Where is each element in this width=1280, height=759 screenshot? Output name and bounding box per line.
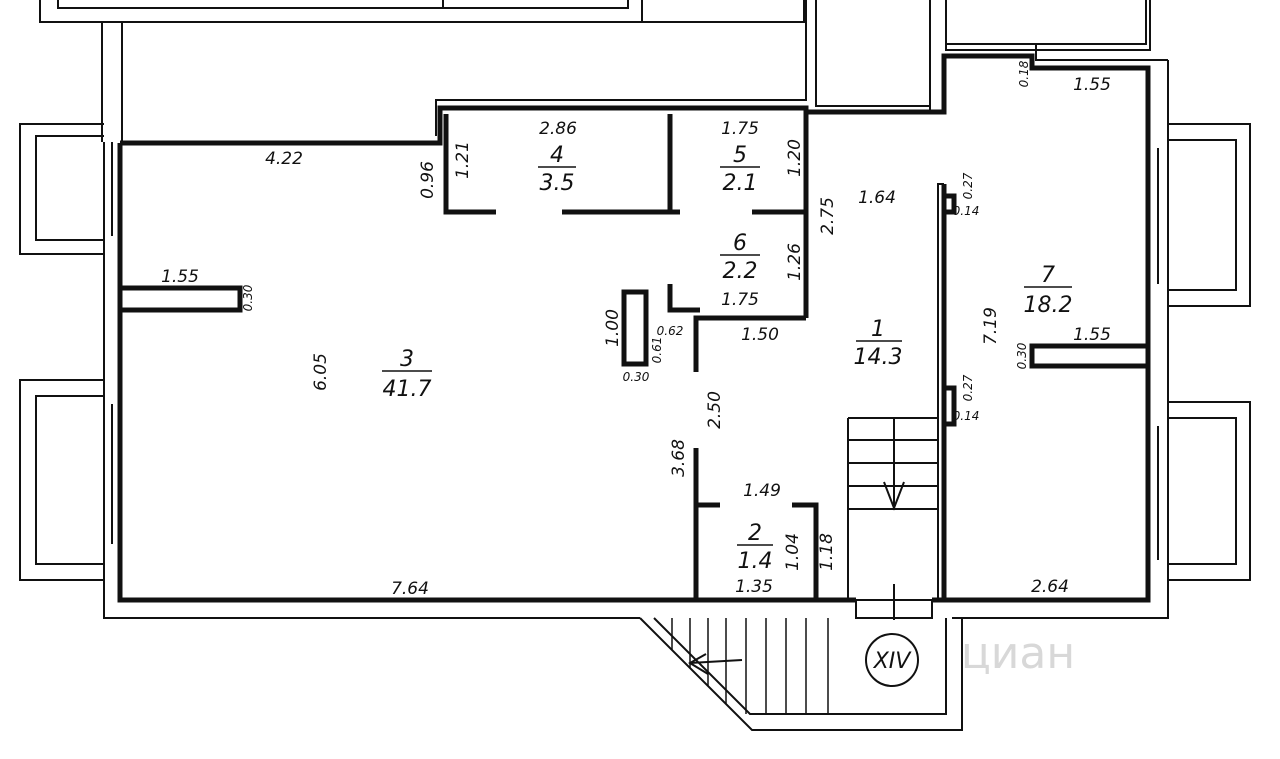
dim-label: 4.22 — [265, 149, 303, 169]
room-7-number: 7 — [1041, 263, 1055, 288]
dim-label: 1.20 — [785, 139, 805, 177]
dimensions: 4.22 2.86 0.96 1.21 1.75 1.20 2.75 1.64 … — [161, 60, 1111, 599]
room-5-label: 5 2.1 — [720, 143, 760, 196]
room-1-label: 1 14.3 — [854, 317, 903, 370]
room-1-area: 14.3 — [854, 345, 903, 370]
dim-label: 1.55 — [161, 267, 199, 287]
dim-label: 0.18 — [1017, 60, 1031, 87]
room-4-area: 3.5 — [540, 171, 575, 196]
interior-walls — [122, 114, 1148, 600]
dim-label: 1.21 — [453, 141, 473, 179]
room-5-area: 2.1 — [723, 171, 758, 196]
room-5-number: 5 — [733, 143, 747, 168]
room-3-area: 41.7 — [383, 377, 432, 402]
dim-label: 2.50 — [705, 391, 725, 429]
dim-label: 1.00 — [603, 309, 623, 347]
dim-label: 1.35 — [735, 577, 773, 597]
column — [621, 289, 649, 367]
room-1-number: 1 — [871, 317, 885, 342]
room-2-number: 2 — [748, 521, 762, 546]
dim-label: 2.64 — [1031, 577, 1069, 597]
section-marker: XIV — [865, 633, 919, 687]
room-4-number: 4 — [550, 143, 564, 168]
room-7-label: 7 18.2 — [1024, 263, 1073, 318]
dim-label: 1.55 — [1073, 75, 1111, 95]
section-marker-label: XIV — [873, 649, 913, 674]
room-2-label: 2 1.4 — [737, 521, 773, 574]
dim-label: 1.55 — [1073, 325, 1111, 345]
dim-label: 0.14 — [953, 204, 980, 218]
dim-label: 0.62 — [657, 324, 684, 338]
dim-label: 1.26 — [785, 243, 805, 281]
dim-label: 7.19 — [981, 307, 1001, 345]
dim-label: 1.64 — [858, 188, 896, 208]
dim-label: 2.86 — [539, 119, 577, 139]
dim-label: 1.49 — [743, 481, 781, 501]
room-2-area: 1.4 — [738, 549, 773, 574]
entrance — [639, 600, 963, 731]
dim-label: 1.04 — [783, 533, 803, 571]
room-3-label: 3 41.7 — [382, 347, 432, 402]
dim-label: 0.96 — [418, 161, 438, 199]
watermark: циан — [961, 628, 1075, 679]
dim-label: 2.75 — [818, 197, 838, 235]
room-6-area: 2.2 — [723, 259, 758, 284]
dim-label: 0.27 — [961, 172, 975, 199]
dim-label: 0.30 — [623, 370, 650, 384]
outer-walls — [103, 44, 1169, 619]
room-6-number: 6 — [733, 231, 747, 256]
dim-label: 0.61 — [650, 337, 664, 364]
dim-label: 7.64 — [391, 579, 429, 599]
dim-label: 0.27 — [961, 374, 975, 401]
dim-label: 1.50 — [741, 325, 779, 345]
dim-label: 1.75 — [721, 290, 759, 310]
dim-label: 0.14 — [953, 409, 980, 423]
room-3-number: 3 — [400, 347, 414, 372]
dim-label: 1.18 — [817, 533, 837, 571]
dim-label: 0.30 — [1015, 342, 1029, 369]
room-4-label: 4 3.5 — [538, 143, 576, 196]
dim-label: 1.75 — [721, 119, 759, 139]
room-labels: 1 14.3 2 1.4 3 41.7 4 3.5 5 2.1 6 2.2 — [382, 143, 1072, 574]
dim-label: 0.30 — [241, 284, 255, 311]
dim-label: 6.05 — [311, 353, 331, 391]
room-6-label: 6 2.2 — [720, 231, 760, 284]
dim-label: 3.68 — [669, 439, 689, 477]
room-7-area: 18.2 — [1024, 293, 1073, 318]
staircase — [847, 417, 938, 620]
upper-structure — [39, 0, 1151, 142]
window-bays — [19, 123, 1251, 581]
